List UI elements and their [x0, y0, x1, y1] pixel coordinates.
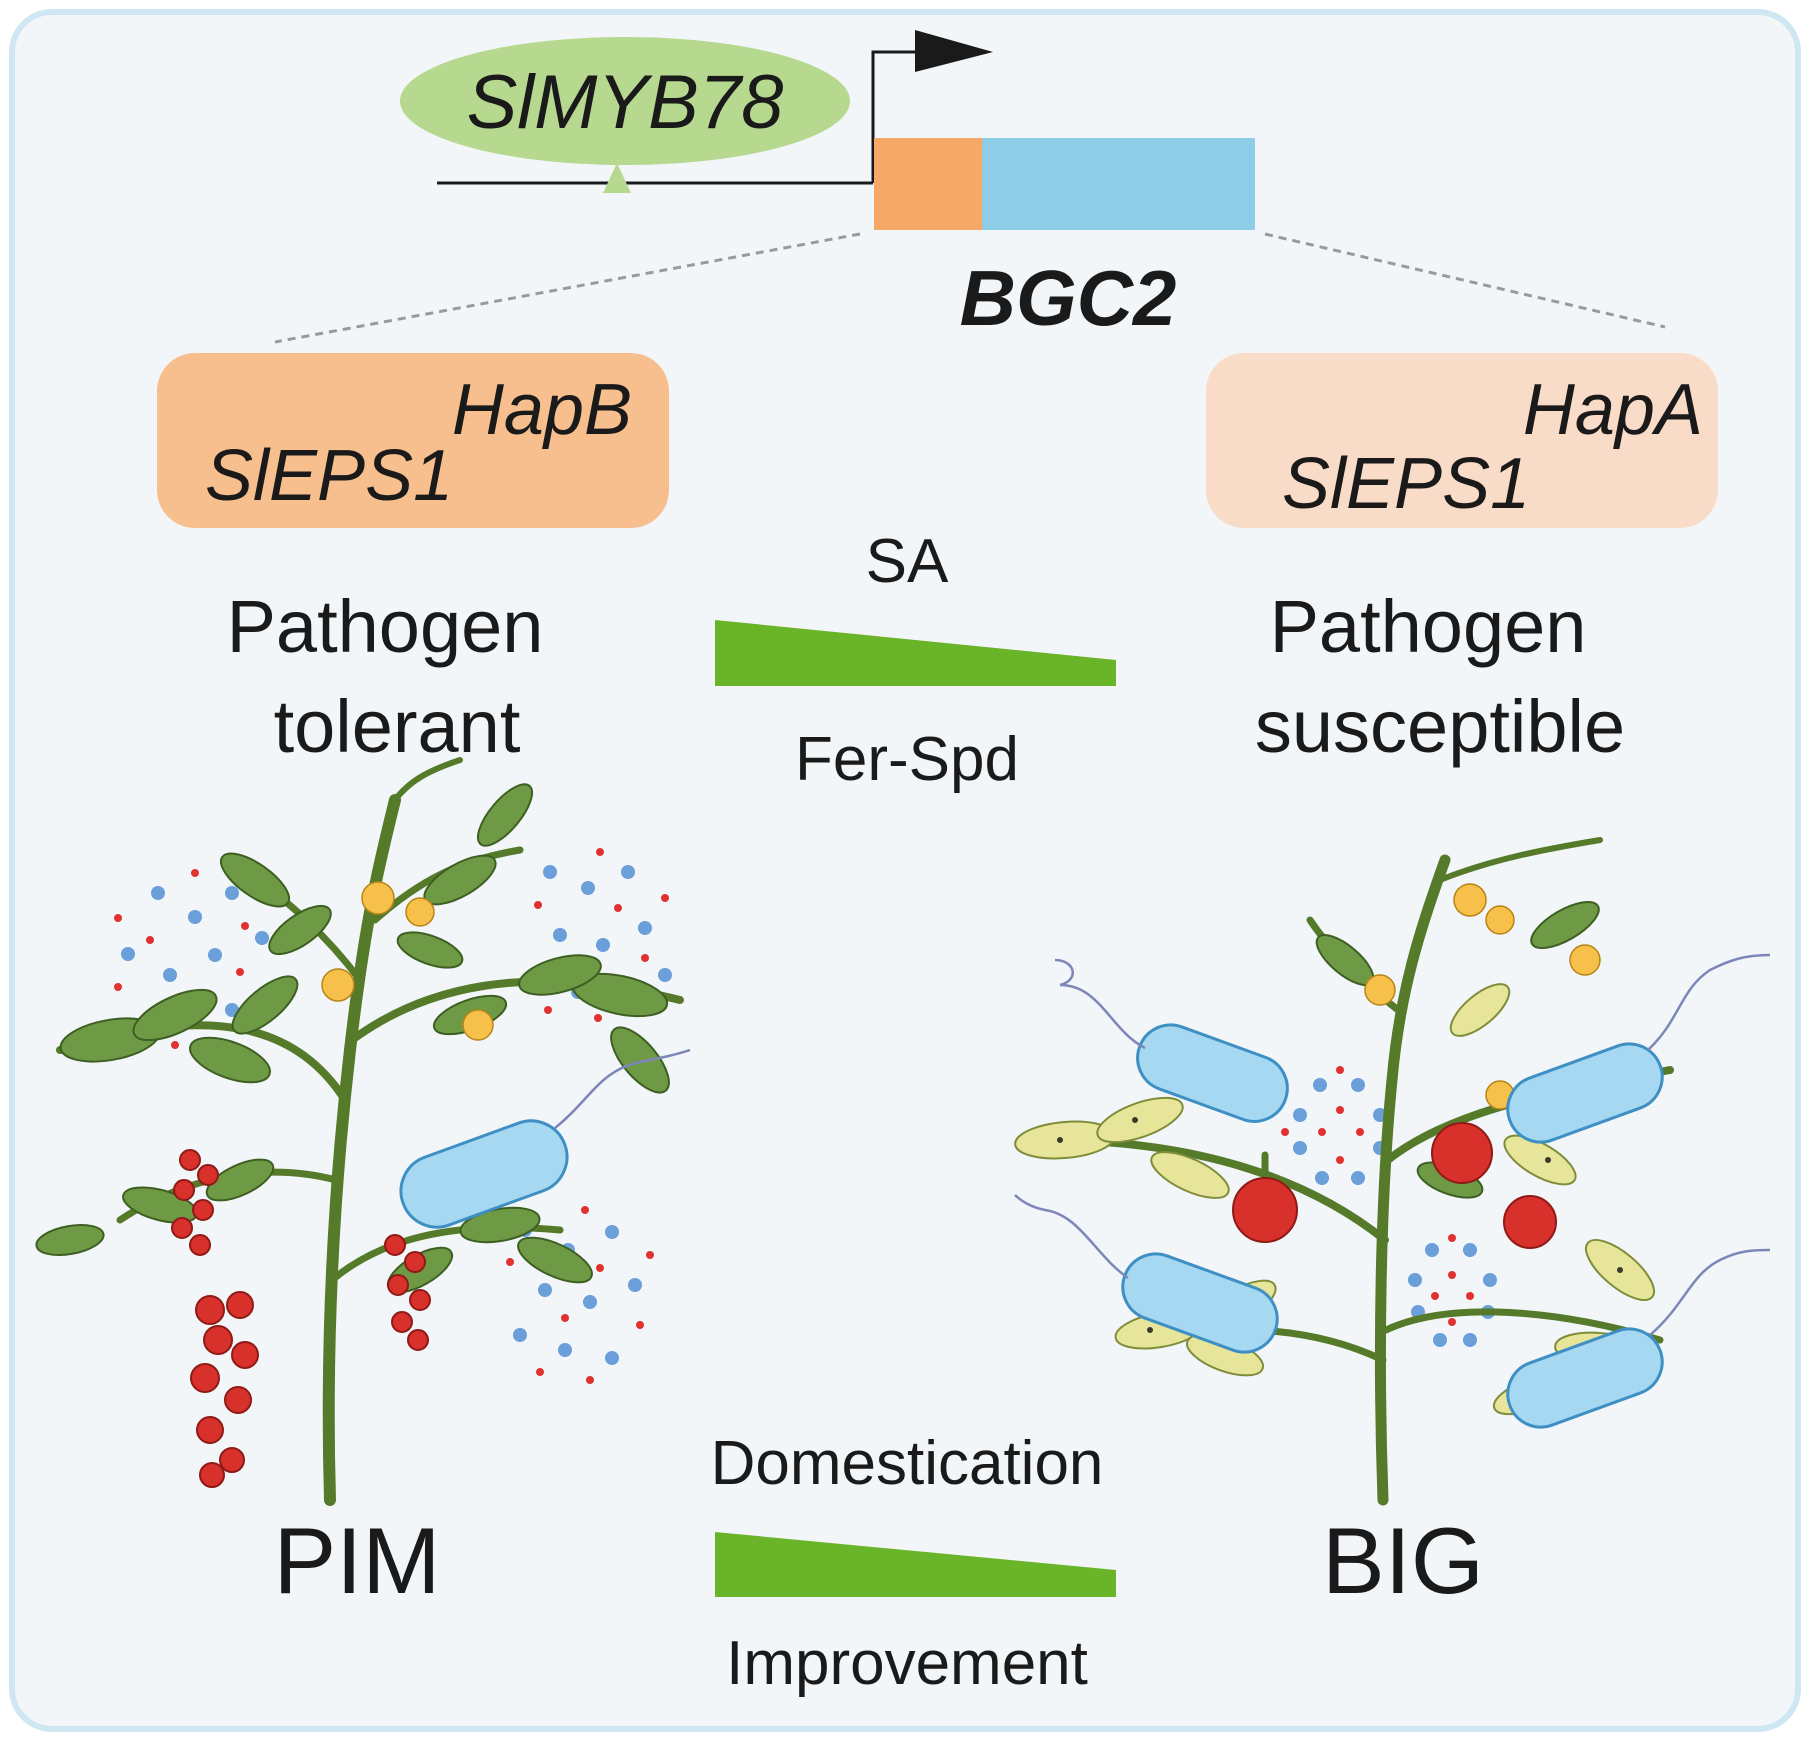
tf-ellipse	[400, 37, 850, 165]
haplotype-right-gene: SlEPS1	[1282, 444, 1530, 524]
cluster-label: BGC2	[960, 254, 1177, 342]
haplotype-left-hap: HapB	[452, 370, 632, 450]
group-left-label: PIM	[273, 1508, 440, 1613]
bacterium-right-2	[1506, 953, 1771, 1144]
haplotype-right-bg	[1206, 353, 1718, 528]
gradient-top-label-above: SA	[866, 527, 949, 596]
zoom-line-left	[274, 232, 861, 344]
tf-label: SlMYB78	[467, 60, 784, 145]
haplotype-left-gene: SlEPS1	[205, 436, 453, 516]
plant-illustration-right	[1014, 837, 1771, 1506]
binding-site-marker	[603, 163, 631, 193]
plant-illustration-left	[35, 757, 691, 1506]
bacterium-right-1	[1054, 958, 1289, 1123]
metabolite-cloud-right-2	[1408, 1234, 1497, 1347]
zoom-line-right	[1264, 232, 1666, 329]
phenotype-left-line1: Pathogen	[227, 585, 544, 668]
phenotype-left-line2: tolerant	[274, 685, 521, 768]
gradient-top-label-below: Fer-Spd	[795, 725, 1019, 794]
haplotype-left-box: HapB SlEPS1	[157, 353, 669, 528]
exon-orange	[874, 138, 982, 230]
haplotype-right-box: HapA SlEPS1	[1206, 353, 1718, 528]
gene-model: SlMYB78 BGC2	[274, 30, 1666, 344]
tomato-fruit	[1431, 1122, 1493, 1184]
phenotype-right-line2: susceptible	[1255, 685, 1625, 768]
gradient-bottom-wedge	[715, 1532, 1116, 1597]
tomato-fruit	[1232, 1177, 1298, 1243]
haplotype-right-hap: HapA	[1523, 370, 1703, 450]
tss-arrow-stem	[871, 50, 920, 183]
haplotype-left-bg	[157, 353, 669, 528]
bacterium-right-4	[1506, 1248, 1771, 1429]
gradient-top-wedge	[715, 620, 1116, 686]
phenotype-right-line1: Pathogen	[1270, 585, 1587, 668]
exon-blue	[982, 138, 1255, 230]
tss-arrow-head	[915, 30, 993, 72]
bacterium-right-3	[1014, 1194, 1279, 1354]
gradient-bottom-label-below: Improvement	[726, 1629, 1088, 1698]
bacterium-left	[399, 1048, 691, 1229]
gradient-bottom-label-above: Domestication	[711, 1429, 1104, 1498]
tomato-fruit	[1503, 1195, 1557, 1249]
group-right-label: BIG	[1322, 1508, 1484, 1613]
